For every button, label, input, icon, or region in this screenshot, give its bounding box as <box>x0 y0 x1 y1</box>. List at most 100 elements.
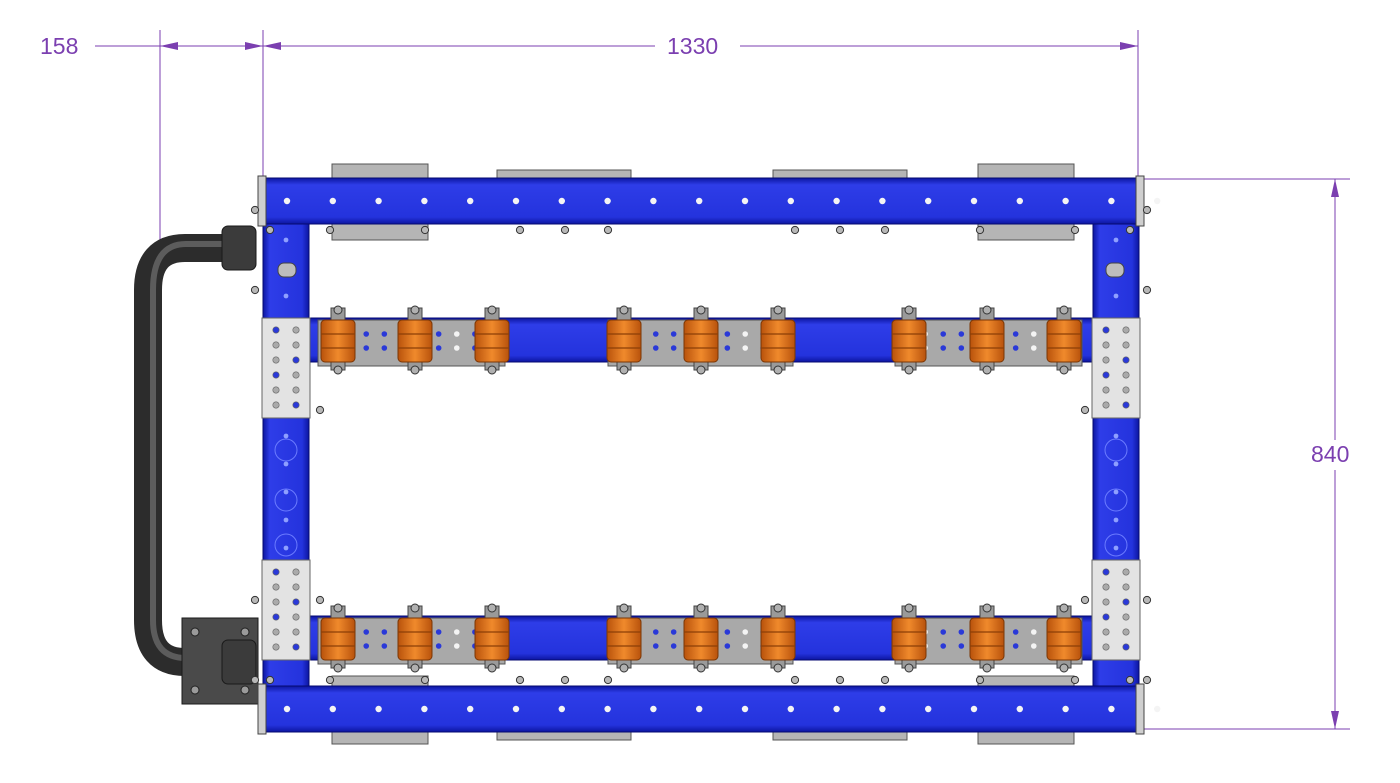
bolt-icon <box>982 305 992 315</box>
hole-icon <box>375 197 382 205</box>
bolt-icon <box>1142 205 1152 215</box>
hole-icon <box>1122 386 1130 394</box>
hole-icon <box>375 705 382 713</box>
bolt-icon <box>190 685 200 695</box>
bolt-icon <box>1070 225 1080 235</box>
hole-icon <box>283 705 291 713</box>
hole-icon <box>272 401 280 409</box>
hole-icon <box>453 331 460 337</box>
bolt-icon <box>250 285 260 295</box>
hole-icon <box>292 613 300 621</box>
hole-icon <box>604 705 611 713</box>
hole-icon <box>1122 568 1130 576</box>
bolt-icon <box>603 225 613 235</box>
hole-icon <box>363 643 370 649</box>
bolt-icon <box>333 603 343 613</box>
beam-holes <box>283 197 1161 713</box>
bolt-icon <box>835 225 845 235</box>
dimension-arrowhead-icon <box>263 42 281 50</box>
hole-icon <box>970 197 978 205</box>
hole-icon <box>381 345 388 351</box>
bolt-icon <box>315 405 325 415</box>
handle-socket-bottom <box>221 639 257 685</box>
bolt-icon <box>410 663 420 673</box>
hole-icon <box>453 345 460 351</box>
roller <box>969 617 1005 661</box>
bolt-icon <box>1059 305 1069 315</box>
hole-icon <box>1104 533 1128 557</box>
bolt-icon <box>904 603 914 613</box>
hole-icon <box>283 433 289 439</box>
bolt-icon <box>1059 663 1069 673</box>
bolt-icon <box>982 603 992 613</box>
roller <box>891 617 927 661</box>
hole-icon <box>292 326 300 334</box>
bolt-icon <box>790 225 800 235</box>
hole-icon <box>652 331 659 337</box>
hole-icon <box>1102 643 1110 651</box>
roller <box>606 617 642 661</box>
hole-icon <box>1154 705 1161 713</box>
hole-icon <box>512 705 520 713</box>
hole-icon <box>1102 613 1110 621</box>
hole-icon <box>1102 371 1110 379</box>
bolt-icon <box>880 225 890 235</box>
corner-gusset <box>1091 559 1141 661</box>
bolt-icon <box>333 305 343 315</box>
hole-icon <box>1113 433 1119 439</box>
hole-icon <box>292 583 300 591</box>
hole-icon <box>274 438 298 462</box>
hole-icon <box>1062 197 1069 205</box>
roller <box>760 617 796 661</box>
bolt-icon <box>619 365 629 375</box>
hole-icon <box>742 345 749 351</box>
hole-icon <box>879 705 886 713</box>
hole-icon <box>1102 568 1110 576</box>
push-handle <box>134 225 259 705</box>
beam-end-cap <box>1135 683 1145 735</box>
hole-icon <box>724 345 731 351</box>
handle-tube <box>134 234 232 676</box>
bolt-icon <box>410 603 420 613</box>
hole-icon <box>1016 197 1023 205</box>
bolt-icon <box>1059 365 1069 375</box>
dimension-arrowhead-icon <box>245 42 263 50</box>
hole-icon <box>652 345 659 351</box>
hole-icon <box>1122 628 1130 636</box>
hole-icon <box>696 705 703 713</box>
bolt-icon <box>240 685 250 695</box>
hole-icon <box>435 643 442 649</box>
hole-icon <box>742 643 749 649</box>
hole-icon <box>292 386 300 394</box>
hole-icon <box>833 197 840 205</box>
bolt-icon <box>619 603 629 613</box>
hole-icon <box>1030 345 1037 351</box>
beam-end-cap <box>1135 175 1145 227</box>
dimension-arrowhead-icon <box>1331 179 1339 197</box>
hole-icon <box>283 545 289 551</box>
hole-icon <box>453 629 460 635</box>
bolt-icon <box>560 225 570 235</box>
roller <box>320 319 356 363</box>
hole-icon <box>1102 583 1110 591</box>
hole-icon <box>558 197 565 205</box>
hole-icon <box>435 345 442 351</box>
hole-icon <box>1102 401 1110 409</box>
hole-icon <box>1104 488 1128 512</box>
bolt-icon <box>975 675 985 685</box>
hole-icon <box>1102 326 1110 334</box>
hole-icon <box>283 517 289 523</box>
bolt-icon <box>420 225 430 235</box>
roller <box>969 319 1005 363</box>
hole-icon <box>292 371 300 379</box>
roller <box>683 617 719 661</box>
bolt-icon <box>773 365 783 375</box>
bolt-icon <box>1142 285 1152 295</box>
hole-icon <box>724 629 731 635</box>
hole-icon <box>272 568 280 576</box>
bolt-icon <box>1125 675 1135 685</box>
bolt-icon <box>315 595 325 605</box>
hole-icon <box>272 326 280 334</box>
bolt-icon <box>190 627 200 637</box>
